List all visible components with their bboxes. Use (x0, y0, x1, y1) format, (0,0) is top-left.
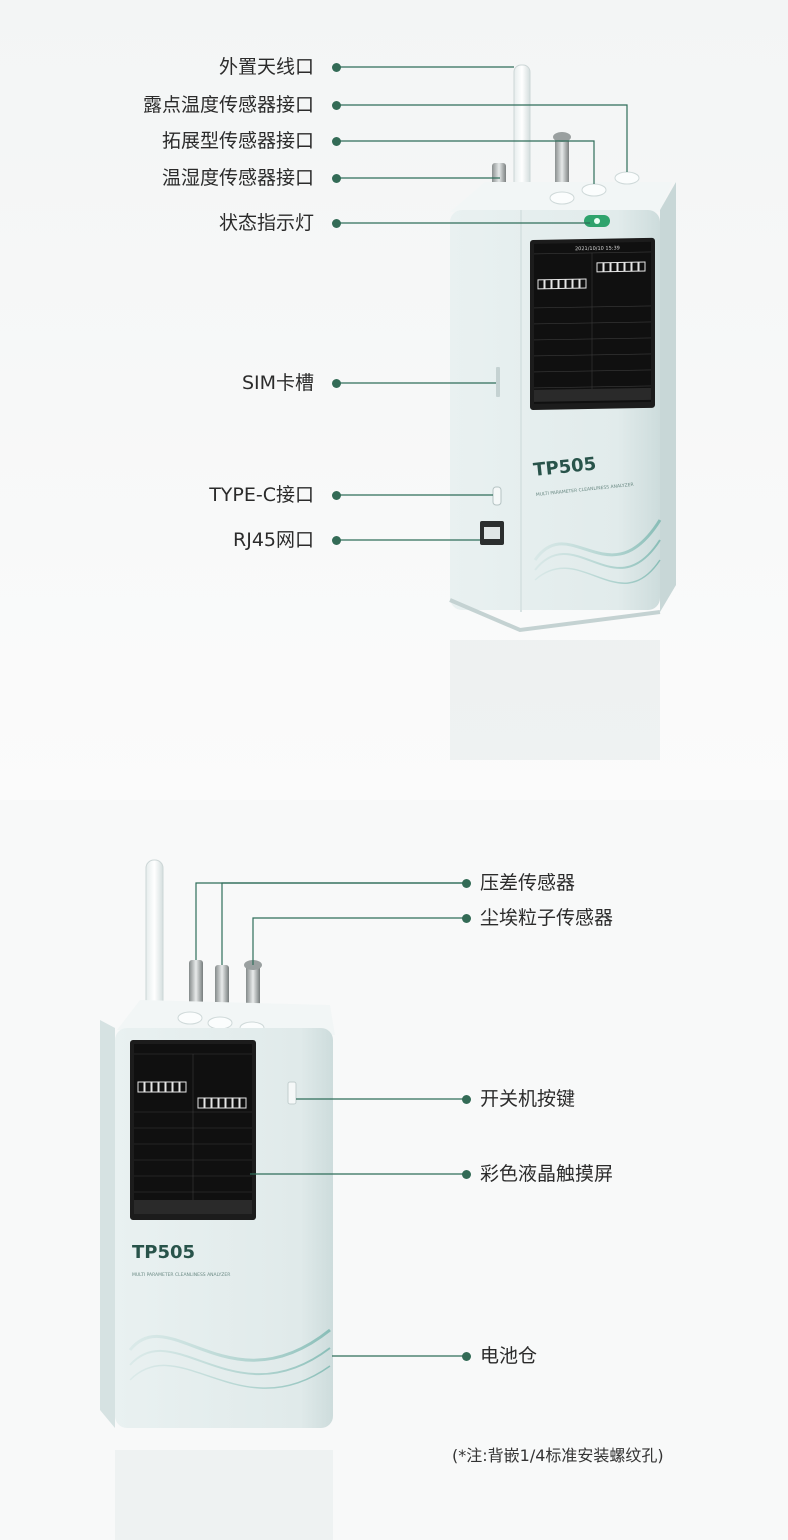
label-type-c: TYPE-C接口 (209, 484, 314, 506)
marker-dot (461, 1094, 471, 1104)
pressure-connector-2 (215, 965, 229, 1005)
model-name-front: TP505 (132, 1242, 195, 1263)
marker-dot (461, 913, 471, 923)
marker-dot (331, 535, 341, 545)
sim-slot (496, 367, 500, 397)
label-power-button: 开关机按键 (480, 1088, 576, 1110)
screen-datetime: 2021/10/10 15:39 (575, 245, 620, 252)
model-subtitle-front: MULTI PARAMETER CLEANLINESS ANALYZER (132, 1272, 230, 1278)
label-temphum-port: 温湿度传感器接口 (161, 167, 314, 189)
footnote: (*注:背嵌1/4标准安装螺纹孔) (452, 1446, 664, 1465)
device-back-view: 2021/10/10 15:39 TP505 MULTI PARAMETER C… (449, 64, 676, 760)
label-sim-slot: SIM卡槽 (241, 372, 314, 394)
dust-connector-front (246, 965, 260, 1007)
dust-connector (555, 138, 569, 188)
pressure-connector-1 (189, 960, 203, 1005)
type-c-port (492, 486, 502, 506)
label-pressure-sensor: 压差传感器 (480, 872, 576, 894)
power-button (287, 1081, 297, 1105)
device-front-view: TP505 MULTI PARAMETER CLEANLINESS ANALYZ… (100, 859, 335, 1540)
label-dust-sensor: 尘埃粒子传感器 (480, 907, 614, 929)
label-rj45: RJ45网口 (233, 529, 314, 551)
label-battery: 电池仓 (480, 1345, 538, 1367)
marker-dot (331, 136, 341, 146)
marker-dot (331, 218, 341, 228)
label-antenna-port: 外置天线口 (218, 56, 314, 78)
label-lcd: 彩色液晶触摸屏 (480, 1163, 614, 1185)
label-status-light: 状态指示灯 (218, 212, 314, 234)
marker-dot (331, 62, 341, 72)
marker-dot (461, 1169, 471, 1179)
marker-dot (461, 1351, 471, 1361)
marker-dot (461, 878, 471, 888)
label-expansion-port: 拓展型传感器接口 (161, 130, 314, 152)
marker-dot (331, 100, 341, 110)
marker-dot (331, 173, 341, 183)
marker-dot (331, 378, 341, 388)
marker-dot (331, 490, 341, 500)
label-dewpoint-port: 露点温度传感器接口 (142, 94, 314, 116)
